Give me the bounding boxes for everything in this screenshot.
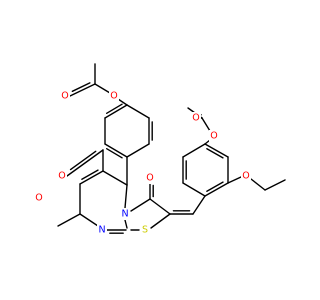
bond-c5-c6: [102, 170, 128, 186]
ring-b-double-bond: [206, 148, 224, 159]
bond-ch-ring-b: [192, 195, 206, 215]
atom-label: O: [35, 193, 42, 204]
atom-label: O: [61, 91, 68, 102]
atom-label: N: [98, 225, 105, 236]
bond-acetyl-carbonyl: [69, 83, 96, 97]
bond-o-c-acetyl: [94, 83, 111, 94]
bond-c6-c7-double: [79, 170, 104, 185]
atom-o-ester-carbonyl: O: [57, 170, 67, 182]
atom-o-acetate-right: O: [209, 130, 219, 142]
bond-o-acetyl-c: [201, 117, 211, 132]
bond-ch2-ch3: [264, 179, 286, 191]
chemical-structure-diagram: O O O O O O: [34, 63, 286, 236]
atom-label: O: [192, 113, 199, 124]
bond-c7-n: [79, 213, 99, 227]
bond-ester-carbonyl-placeholder: [66, 149, 104, 177]
ring-b-bond: [182, 182, 206, 197]
ring-a-bond: [126, 143, 150, 158]
ring-a-double-bond: [105, 103, 123, 114]
bond-c7-methyl: [57, 213, 81, 227]
ring-b-bond: [182, 143, 206, 158]
bond-ester-carbonyl-placeholder: [69, 150, 97, 171]
atom-label: N: [121, 209, 128, 220]
bond-c6-c7-double: [81, 169, 99, 180]
ring-b-double-bond: [204, 143, 229, 158]
atom-label: S: [142, 225, 148, 236]
atom-label: O: [58, 171, 65, 182]
atom-n-ring-fused: N: [120, 208, 130, 220]
atom-label: O: [146, 173, 153, 184]
ring-a-bond: [126, 104, 150, 119]
ring-b-double-bond: [206, 181, 224, 192]
bond-ring-a-o: [117, 98, 128, 106]
ring-a-double-bond: [104, 143, 128, 158]
ring-a-double-bond: [105, 148, 123, 159]
atom-label-layer: O O O O O O: [34, 90, 251, 236]
atom-label: O: [110, 91, 117, 102]
atom-s-ring: S: [140, 224, 150, 236]
bond-nfused-ketone-c: [130, 198, 151, 212]
bond-fused-c-nfused: [124, 219, 128, 229]
bond-o-ch2: [250, 178, 266, 191]
bond-acetyl-carbonyl: [71, 82, 91, 93]
atom-label: O: [210, 131, 217, 142]
atom-o-ester: O: [34, 192, 44, 204]
atom-o-acetate-top: O: [109, 90, 119, 102]
molecule-canvas: O O O O O O: [34, 63, 286, 236]
bond-layer: [57, 63, 286, 234]
atom-o-ethoxy: O: [241, 170, 251, 182]
atom-label: O: [242, 171, 249, 182]
atom-n-ring: N: [97, 224, 107, 236]
bond-c5-nfused: [124, 184, 128, 209]
bond-c2-s: [150, 213, 171, 229]
bond-ring-b-o-ethoxy: [227, 176, 242, 184]
ring-a-double-bond: [104, 104, 128, 119]
ring-b-double-bond: [204, 182, 229, 197]
atom-o-acetate-top-carbonyl: O: [60, 90, 70, 102]
atom-o-acetate-right-carbonyl: O: [191, 112, 201, 124]
bond-ketone-c2: [149, 198, 171, 215]
atom-o-ketone: O: [145, 172, 155, 184]
